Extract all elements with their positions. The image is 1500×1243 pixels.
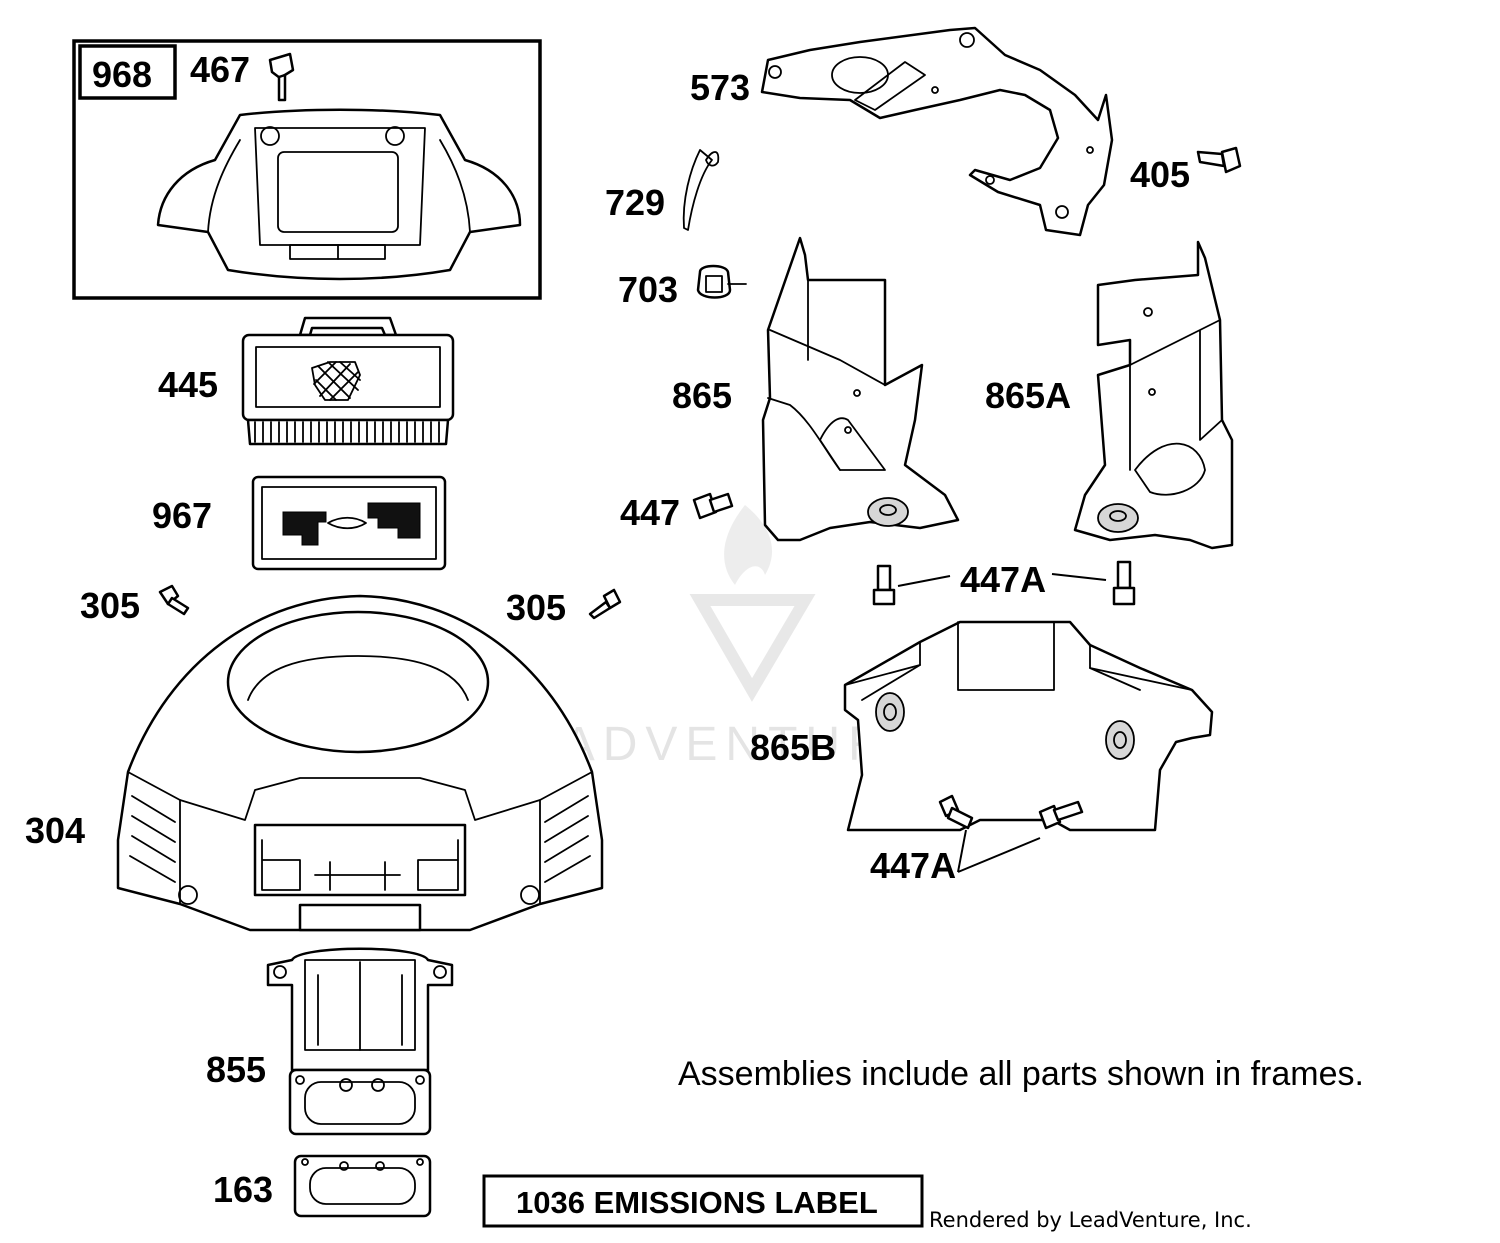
label-865b: 865B <box>750 727 836 768</box>
part-573-baffle-plate[interactable] <box>760 26 1114 237</box>
part-163-gasket[interactable] <box>293 1154 432 1218</box>
part-304-blower-housing[interactable] <box>116 594 604 932</box>
part-447a-screw-top-left[interactable] <box>872 564 896 606</box>
render-credit: Rendered by LeadVenture, Inc. <box>929 1208 1252 1232</box>
part-447a-screw-top-right[interactable] <box>1112 560 1136 606</box>
label-703: 703 <box>618 269 678 310</box>
label-305-right: 305 <box>506 587 566 628</box>
part-447-screw[interactable] <box>692 492 734 520</box>
assembly-number-968: 968 <box>92 54 152 95</box>
label-967: 967 <box>152 495 212 536</box>
assembly-frame-968: 968 <box>72 39 542 300</box>
label-405: 405 <box>1130 154 1190 195</box>
part-865b-lower-shield[interactable] <box>843 620 1214 832</box>
label-865: 865 <box>672 375 732 416</box>
label-865a: 865A <box>985 375 1071 416</box>
label-729: 729 <box>605 182 665 223</box>
assemblies-note: Assemblies include all parts shown in fr… <box>678 1055 1364 1093</box>
part-305-screw-right[interactable] <box>588 588 622 620</box>
label-447a-top: 447A <box>960 559 1046 600</box>
label-447a-bottom: 447A <box>870 845 956 886</box>
label-305-left: 305 <box>80 585 140 626</box>
part-865a-cylinder-shield[interactable] <box>1073 240 1234 550</box>
part-305-screw-left[interactable] <box>158 584 190 616</box>
label-447: 447 <box>620 492 680 533</box>
part-467-knob-screw[interactable] <box>268 52 295 102</box>
part-865-cylinder-shield[interactable] <box>761 236 960 542</box>
label-163: 163 <box>213 1169 273 1210</box>
label-573: 573 <box>690 67 750 108</box>
part-447a-screw-bottom-left[interactable] <box>938 794 974 830</box>
part-445-air-filter[interactable] <box>241 316 455 446</box>
part-447a-screw-bottom-right[interactable] <box>1038 800 1084 830</box>
part-729-wire-tie[interactable] <box>682 149 720 231</box>
part-703-clip[interactable] <box>696 264 747 299</box>
part-air-cleaner-cover[interactable] <box>156 108 522 281</box>
part-405-screw[interactable] <box>1196 146 1242 174</box>
filter-logo-pattern <box>311 361 361 401</box>
part-967-pre-cleaner[interactable] <box>251 475 447 571</box>
emissions-label-text: 1036 EMISSIONS LABEL <box>516 1185 878 1220</box>
label-445: 445 <box>158 364 218 405</box>
label-304: 304 <box>25 810 85 851</box>
emissions-label-box: 1036 EMISSIONS LABEL <box>482 1174 924 1228</box>
part-855-elbow[interactable] <box>266 947 454 1136</box>
label-855: 855 <box>206 1049 266 1090</box>
label-467: 467 <box>190 49 250 90</box>
